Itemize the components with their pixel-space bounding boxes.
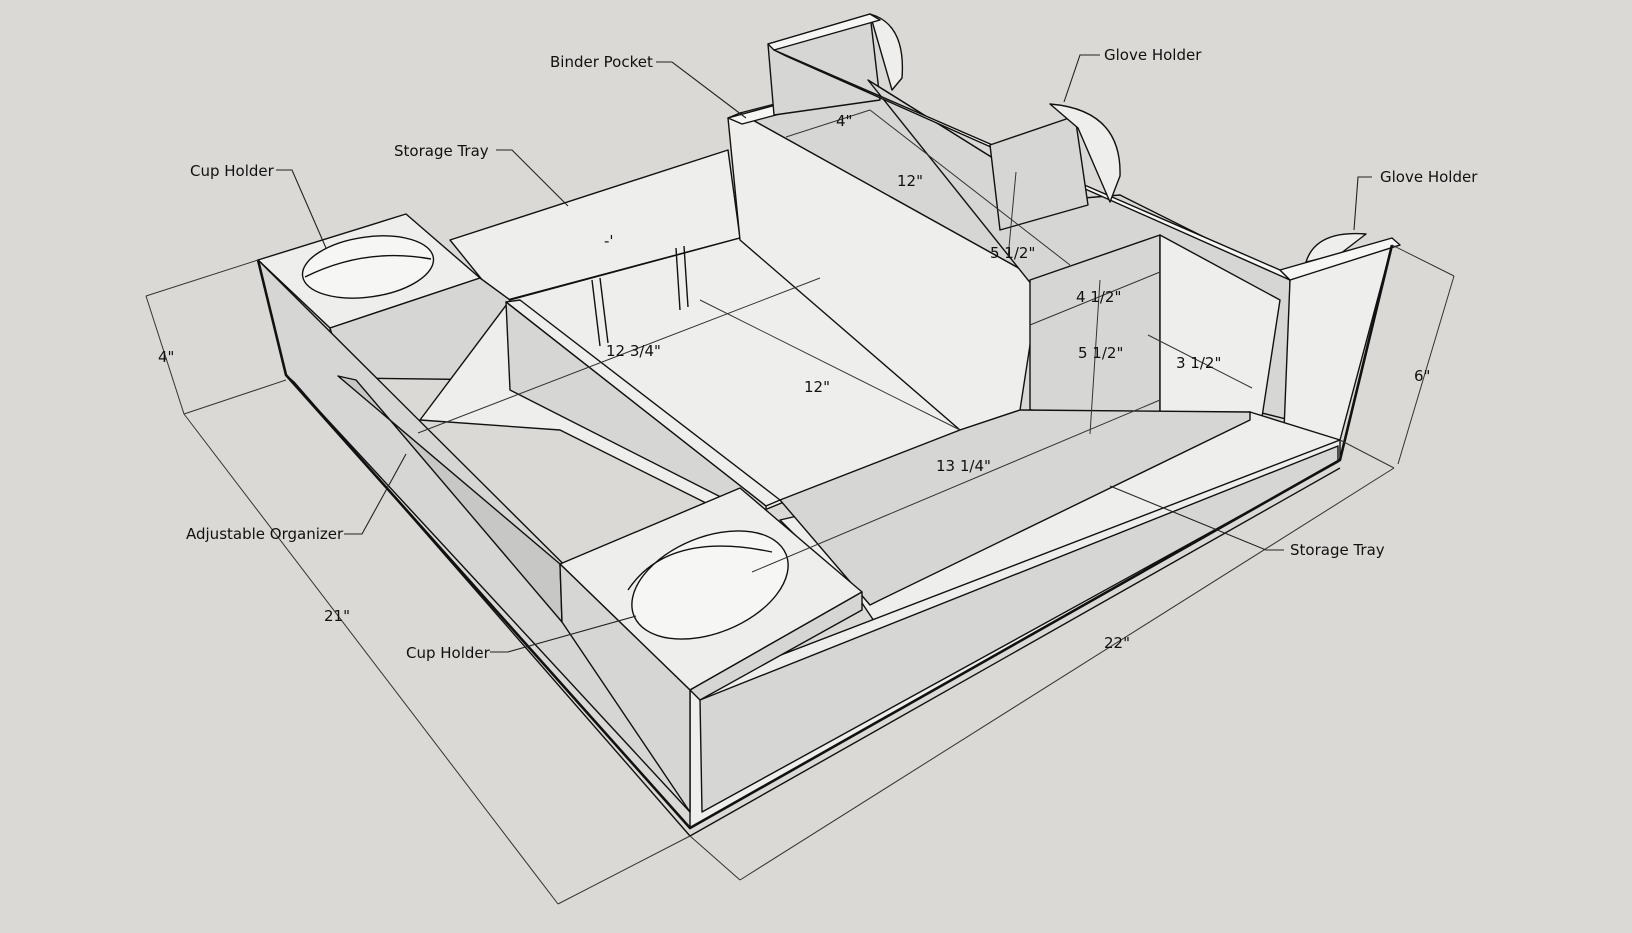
dim-line-overall-height-left (145, 295, 185, 415)
glove-holder-middle-panel (989, 115, 1089, 231)
glove-holder-middle-round (1049, 103, 1121, 203)
dim-shelf-depth: 4 1/2" (1076, 288, 1121, 306)
right-outer-wall-rim (1279, 237, 1401, 281)
dim-line-overall-width (739, 467, 1395, 881)
dim-line-pocket-length (869, 109, 1071, 266)
dim-tray-span: 12 3/4" (606, 342, 661, 360)
glove-holder-top-left-rim (767, 13, 881, 51)
dim-line-shelf-height (1089, 279, 1101, 435)
dim-line-shelf-depth (1029, 271, 1161, 326)
dim-line-pocket-height (1007, 171, 1017, 259)
dim-line-overall-height-right (1397, 275, 1455, 465)
dim-ext-width-left (689, 835, 741, 881)
callout-labels: Binder Pocket Glove Holder Glove Holder … (186, 46, 1478, 662)
leader-binder-pocket (656, 61, 747, 119)
leader-cup-holder-front (490, 615, 637, 653)
leader-adjustable-organizer (344, 453, 407, 535)
divider-slot-2 (599, 277, 609, 344)
organizer-model (256, 13, 1401, 837)
back-cup-holder-rim (304, 254, 432, 278)
label-storage-tray-back: Storage Tray (394, 142, 489, 160)
dim-front-span: 13 1/4" (936, 457, 991, 475)
leader-glove-holder-top (1063, 54, 1100, 103)
label-glove-holder-top: Glove Holder (1104, 46, 1202, 64)
dimension-lines (145, 109, 1455, 905)
dim-ext-height-left-top (145, 259, 259, 297)
glove-holder-top-left-round (869, 13, 904, 91)
dim-line-front-span (751, 399, 1161, 573)
divider-slot-3 (675, 247, 681, 311)
divider-slot-4 (683, 245, 689, 308)
label-binder-pocket: Binder Pocket (550, 53, 653, 71)
dim-overall-width: 22" (1104, 634, 1130, 652)
leader-glove-holder-right (1353, 176, 1372, 231)
leader-storage-tray-front (1109, 485, 1284, 551)
label-storage-tray-front: Storage Tray (1290, 541, 1385, 559)
dim-shelf-width: 3 1/2" (1176, 354, 1221, 372)
leader-storage-tray-back (496, 149, 569, 207)
dim-ext-height-left-bottom (183, 379, 287, 415)
front-storage-tray-inner-lip (779, 409, 1251, 606)
front-cup-holder-rim (627, 545, 773, 591)
callout-leaders (276, 54, 1372, 653)
back-cup-holder-hole (301, 235, 435, 299)
dim-ext-width-right (1339, 439, 1395, 469)
dim-line-shelf-width (1147, 334, 1253, 389)
leader-cup-holder-back (276, 169, 327, 249)
label-cup-holder-back: Cup Holder (190, 162, 275, 180)
dim-overall-height-left: 4" (158, 348, 174, 366)
dim-shelf-height: 5 1/2" (1078, 344, 1123, 362)
dim-overall-depth: 21" (324, 607, 350, 625)
label-glove-holder-right: Glove Holder (1380, 168, 1478, 186)
glove-holder-right-round (1305, 232, 1367, 263)
dim-pocket-width: 4" (836, 112, 852, 130)
label-cup-holder-front: Cup Holder (406, 644, 491, 662)
dimension-labels: 4" 12" 5 1/2" 4 1/2" 5 1/2" 3 1/2" 12 3/… (158, 112, 1430, 652)
divider-slot-1 (591, 279, 601, 347)
front-cup-block-right (689, 591, 863, 701)
label-adjustable-organizer: Adjustable Organizer (186, 525, 344, 543)
dim-stray-mark: -' (604, 232, 614, 250)
dim-overall-height-right: 6" (1414, 367, 1430, 385)
dim-floor-length: 12" (804, 378, 830, 396)
dim-pocket-height: 5 1/2" (990, 244, 1035, 262)
dim-line-floor-length (699, 299, 961, 431)
base-bottom-edge (285, 374, 1341, 837)
dim-line-tray-span (417, 277, 821, 434)
front-cup-block-left (559, 563, 691, 813)
dim-line-overall-depth (183, 413, 559, 905)
dim-pocket-length: 12" (897, 172, 923, 190)
dim-ext-depth-bottom (557, 835, 691, 905)
front-cup-holder-hole (631, 530, 789, 640)
dim-ext-height-right-top (1391, 244, 1455, 277)
dim-line-pocket-width (785, 109, 871, 138)
base-outline (256, 244, 1394, 830)
